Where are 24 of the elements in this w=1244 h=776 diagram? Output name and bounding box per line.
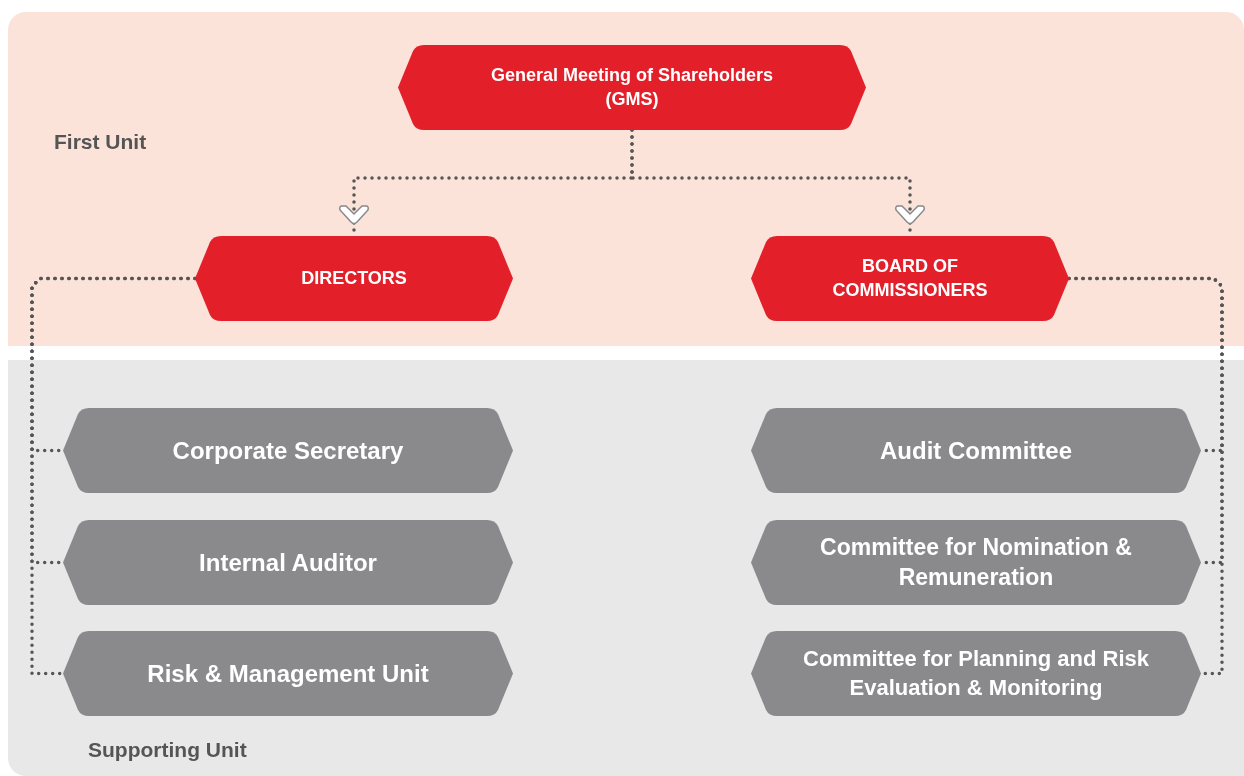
dotted-connector xyxy=(30,276,197,676)
node-label: Internal Auditor xyxy=(199,547,377,578)
node-label: BOARD OF COMMISSIONERS xyxy=(831,255,989,302)
dotted-connector xyxy=(1067,276,1224,676)
hexagon-box xyxy=(195,236,513,321)
hexagon-box xyxy=(751,236,1069,321)
band-label: First Unit xyxy=(54,130,147,154)
hexagon-box xyxy=(751,520,1201,605)
node-label: DIRECTORS xyxy=(301,266,407,290)
node-label: Audit Committee xyxy=(880,435,1072,466)
node-label: Corporate Secretary xyxy=(172,435,404,466)
unit-band xyxy=(8,360,1244,776)
hexagon-box xyxy=(398,45,866,130)
band-label: Supporting Unit xyxy=(88,738,247,762)
hexagon-box xyxy=(63,408,513,493)
node-label: General Meeting of Shareholders (GMS) xyxy=(489,64,775,111)
node-label: Committee for Planning and Risk Evaluation & Monitoring xyxy=(802,644,1150,702)
node-label: Committee for Nomination & Remuneration xyxy=(819,532,1133,592)
node-label: Risk & Management Unit xyxy=(147,658,429,689)
unit-band xyxy=(8,12,1244,346)
hexagon-box xyxy=(63,631,513,716)
hexagon-box xyxy=(751,631,1201,716)
hexagon-box xyxy=(63,520,513,605)
hexagon-box xyxy=(751,408,1201,493)
